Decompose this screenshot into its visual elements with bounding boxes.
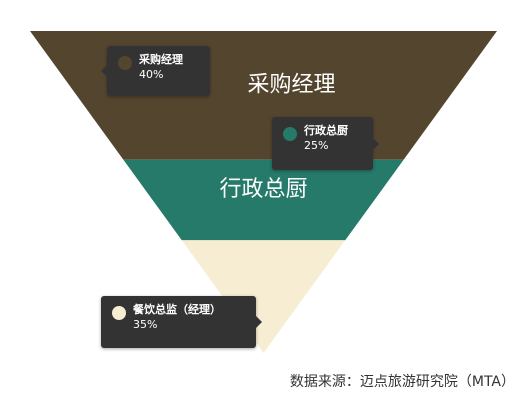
funnel-segment-1[interactable] — [123, 159, 404, 241]
tooltip-name: 餐饮总监（经理） — [133, 303, 221, 316]
tooltip-name: 行政总厨 — [304, 124, 348, 137]
funnel-segment-2[interactable] — [181, 240, 346, 353]
segment-label-1: 行政总厨 — [219, 177, 307, 202]
series-dot — [118, 56, 132, 70]
tooltip-segment-0: 采购经理 40% — [101, 46, 210, 96]
segment-label-0: 采购经理 — [247, 72, 335, 97]
tooltip-value: 25% — [304, 139, 329, 152]
data-source-note: 数据来源：迈点旅游研究院（MTA） — [289, 374, 515, 390]
tooltip-value: 40% — [139, 68, 164, 81]
tooltip-segment-1: 行政总厨 25% — [272, 117, 379, 170]
tooltip-name: 采购经理 — [139, 53, 183, 66]
series-dot — [112, 306, 126, 320]
series-dot — [283, 127, 297, 141]
tooltip-value: 35% — [133, 318, 158, 331]
tooltip-segment-2: 餐饮总监（经理） 35% — [101, 296, 262, 348]
